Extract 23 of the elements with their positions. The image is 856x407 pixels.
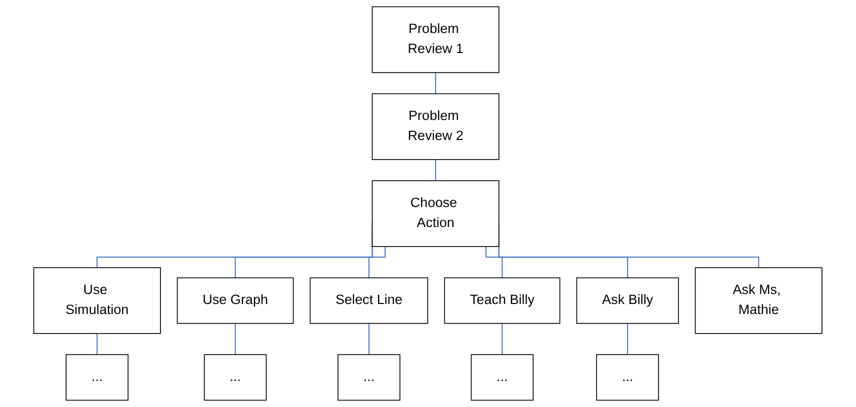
node-box: ... — [204, 354, 267, 401]
node-box: Problem Review 1 — [372, 6, 500, 74]
node-box: Select Line — [310, 277, 428, 324]
connector — [435, 160, 436, 182]
connector — [368, 323, 370, 356]
node-box: Use Graph — [177, 277, 294, 324]
node-box: ... — [338, 354, 400, 401]
connector — [96, 334, 98, 356]
node-box: Problem Review 2 — [372, 93, 500, 160]
node-box: Use Simulation — [33, 267, 161, 334]
connector — [435, 72, 436, 94]
node-box: Ask Billy — [576, 277, 679, 324]
connector — [502, 323, 503, 356]
connector — [486, 246, 503, 278]
node-box: Ask Ms, Mathie — [695, 267, 823, 334]
node-box: Teach Billy — [444, 277, 560, 324]
node-box: ... — [66, 354, 129, 401]
node-box: ... — [596, 354, 660, 401]
node-box: Choose Action — [372, 180, 500, 247]
node-box: ... — [470, 354, 534, 401]
connector — [368, 246, 386, 278]
connector — [627, 323, 628, 356]
connector — [234, 323, 236, 356]
